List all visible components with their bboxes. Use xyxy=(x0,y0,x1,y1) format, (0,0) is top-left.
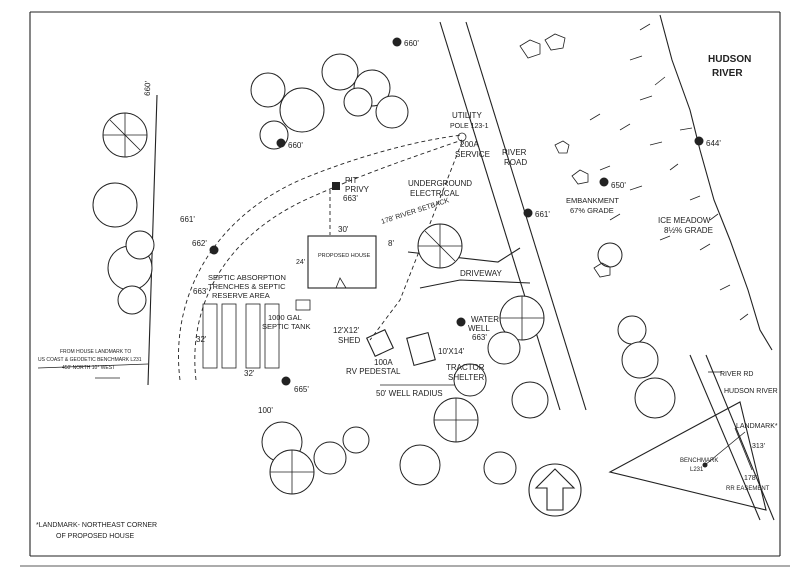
north-arrow-icon xyxy=(528,463,582,517)
landmark-note-2: OF PROPOSED HOUSE xyxy=(56,533,135,540)
elev-label: 660' xyxy=(288,141,303,150)
tree-canopy-strokes xyxy=(103,113,544,494)
elev-label: 663' xyxy=(343,194,358,203)
inset-river-rd-label: RIVER RD xyxy=(720,371,753,378)
tractor-label-1: 10'X14' xyxy=(438,347,465,356)
elev-label: 661' xyxy=(180,215,195,224)
dim-8-label: 8' xyxy=(388,239,394,248)
dim-30-label: 30' xyxy=(338,225,349,234)
hudson-river-label-1: HUDSON xyxy=(708,54,751,65)
utility-pole-icon xyxy=(457,132,467,142)
elev-label: 662' xyxy=(192,239,207,248)
underground-electrical-line xyxy=(369,141,463,341)
ice-meadow-label-2: 8½% GRADE xyxy=(664,226,713,235)
elev-label: 650' xyxy=(611,181,626,190)
dim-100-label: 100' xyxy=(258,406,273,415)
septic-area-label-1: SEPTIC ABSORPTION xyxy=(208,273,286,282)
shed xyxy=(365,328,395,358)
utility-pole-label-2: POLE 123-1 xyxy=(450,123,489,130)
inset-landmark-label: LANDMARK* xyxy=(736,423,778,430)
well-radius-label: 50' WELL RADIUS xyxy=(376,389,443,398)
septic-area-label-2: TRENCHES & SEPTIC xyxy=(208,282,286,291)
driveway-label: DRIVEWAY xyxy=(460,269,502,278)
ice-meadow-label-1: ICE MEADOW xyxy=(658,216,711,225)
shed-label-2: SHED xyxy=(338,336,360,345)
embankment-hatching xyxy=(589,23,749,321)
benchmark-note-3: 450' NORTH 10° WEST xyxy=(62,365,115,371)
septic-trenches xyxy=(202,303,280,369)
embankment-label-2: 67% GRADE xyxy=(570,206,614,215)
elev-label: 660' xyxy=(404,39,419,48)
water-well-label-2: WELL xyxy=(468,324,490,333)
water-well-label-1: WATER xyxy=(471,315,499,324)
service-label-2: SERVICE xyxy=(455,150,490,159)
river-setback-label: 178' RIVER SETBACK xyxy=(380,197,450,226)
benchmark-bearing-line xyxy=(37,363,149,369)
house-label: PROPOSED HOUSE xyxy=(318,253,371,259)
driveway-edge-south xyxy=(419,279,531,289)
landmark-note-1: *LANDMARK- NORTHEAST CORNER xyxy=(36,522,157,529)
rv-pedestal-label-2: RV PEDESTAL xyxy=(346,367,401,376)
elev-label: 663' xyxy=(193,287,208,296)
benchmark-marker-icon xyxy=(209,37,704,386)
tractor-label-3: SHELTER xyxy=(448,373,485,382)
elev-label: 661' xyxy=(535,210,550,219)
inset-178-label: 178' xyxy=(744,475,757,482)
tractor-shelter xyxy=(406,331,436,367)
shed-label-1: 12'X12' xyxy=(333,326,360,335)
embankment-label-1: EMBANKMENT xyxy=(566,196,619,205)
pit-privy-label-1: PIT xyxy=(345,176,358,185)
dim-32-horizontal-label: 32' xyxy=(244,369,255,378)
inset-map xyxy=(608,354,775,521)
utility-pole-label-1: UTILITY xyxy=(452,111,482,120)
dim-24-label: 24' xyxy=(296,259,305,266)
benchmark-note-2: US COAST & GEODETIC BENCHMARK L231 xyxy=(38,357,142,363)
underground-label-1: UNDERGROUND xyxy=(408,179,472,188)
hudson-river-label-2: RIVER xyxy=(712,68,743,79)
septic-tank xyxy=(295,299,311,311)
elev-label: 644' xyxy=(706,139,721,148)
elev-label: 663' xyxy=(472,333,487,342)
inset-hudson-label: HUDSON RIVER xyxy=(724,388,778,395)
elev-label: 665' xyxy=(294,385,309,394)
elev-label: 660' xyxy=(143,80,153,96)
inset-benchmark-label-2: L231 xyxy=(690,467,704,473)
inset-313-label: 313' xyxy=(752,443,765,450)
tractor-label-2: TRACTOR xyxy=(446,363,485,372)
septic-tank-label-1: 1000 GAL xyxy=(268,313,302,322)
path-inner xyxy=(194,139,463,381)
septic-area-label-3: RESERVE AREA xyxy=(212,291,270,300)
rv-pedestal-label-1: 100A xyxy=(374,358,393,367)
underground-label-2: ELECTRICAL xyxy=(410,189,460,198)
rock-icon xyxy=(519,33,611,278)
house-porch xyxy=(335,277,347,289)
inset-easement-label: RR EASEMENT xyxy=(726,486,770,492)
septic-tank-label-2: SEPTIC TANK xyxy=(262,322,310,331)
river-shoreline xyxy=(659,14,773,351)
river-road-label-2: ROAD xyxy=(504,158,527,167)
dim-32-vertical-label: 32' xyxy=(196,335,207,344)
river-road-edge-west xyxy=(439,21,561,411)
pit-privy-label-2: PRIVY xyxy=(345,185,370,194)
river-road-label-1: RIVER xyxy=(502,148,527,157)
benchmark-note-1: FROM HOUSE LANDMARK TO xyxy=(60,349,131,355)
tree-icon xyxy=(92,53,676,495)
inset-benchmark-label-1: BENCHMARK xyxy=(680,458,718,464)
service-label-1: 200A xyxy=(460,140,479,149)
proposed-house xyxy=(307,235,377,289)
